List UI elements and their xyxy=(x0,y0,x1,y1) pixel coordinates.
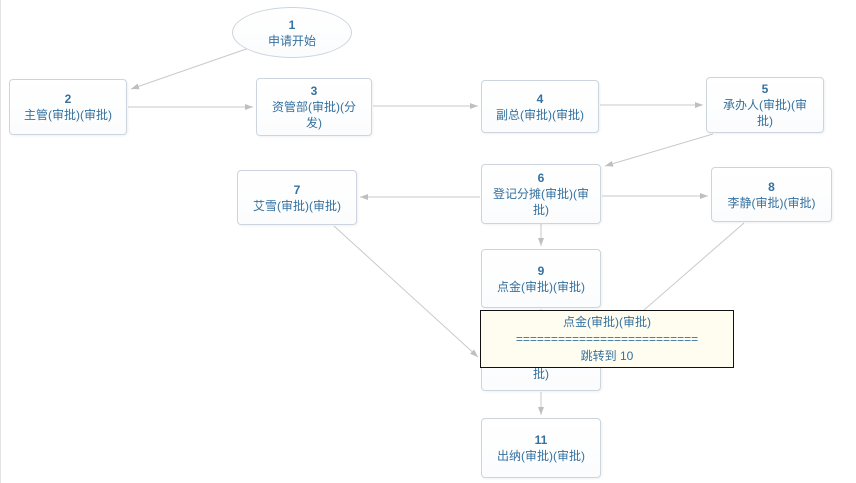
edge-1-2 xyxy=(130,46,253,90)
node-number: 11 xyxy=(534,433,548,447)
node-3[interactable]: 3 资管部(审批)(分发) xyxy=(256,78,372,136)
node-label: 副总(审批)(审批) xyxy=(496,107,584,122)
tooltip-separator: ========================== xyxy=(515,331,699,346)
node-7[interactable]: 7 艾雪(审批)(审批) xyxy=(237,170,357,225)
node-label: 登记分摊(审批)(审批) xyxy=(493,187,589,217)
node-number: 3 xyxy=(310,84,318,98)
node-label: 资管部(审批)(分发) xyxy=(272,100,356,130)
node-label: 主管(审批)(审批) xyxy=(24,108,112,122)
node-number: 9 xyxy=(537,263,545,278)
node-label: 李静(审批)(审批) xyxy=(727,195,816,210)
node-11[interactable]: 11 出纳(审批)(审批) xyxy=(481,418,601,478)
node-number: 5 xyxy=(761,82,769,96)
node-number: 1 xyxy=(288,17,296,32)
edge-5-6 xyxy=(604,133,714,167)
node-label: 艾雪(审批)(审批) xyxy=(253,198,341,213)
node-9[interactable]: 9 点金(审批)(审批) xyxy=(481,249,601,308)
node-label-fragment: 批) xyxy=(533,367,549,381)
node-label: 申请开始 xyxy=(267,33,316,48)
node-5[interactable]: 5 承办人(审批)(审批) xyxy=(706,77,824,133)
node-number: 4 xyxy=(536,91,544,106)
jump-tooltip: 点金(审批)(审批) ========================== 跳转… xyxy=(480,310,734,368)
node-label: 承办人(审批)(审批) xyxy=(723,98,807,128)
node-label: 点金(审批)(审批) xyxy=(497,279,585,294)
node-label: 出纳(审批)(审批) xyxy=(497,449,585,463)
tooltip-action: 跳转到 10 xyxy=(580,348,634,363)
node-4[interactable]: 4 副总(审批)(审批) xyxy=(481,80,599,133)
node-number: 2 xyxy=(64,92,72,106)
edge-7-10 xyxy=(333,225,479,358)
node-number: 6 xyxy=(537,171,545,185)
node-number: 8 xyxy=(768,179,775,194)
node-2[interactable]: 2 主管(审批)(审批) xyxy=(9,79,127,135)
node-number: 7 xyxy=(293,182,301,197)
node-8[interactable]: 8 李静(审批)(审批) xyxy=(711,167,832,222)
start-node[interactable]: 1 申请开始 xyxy=(232,7,352,58)
node-6[interactable]: 6 登记分摊(审批)(审批) xyxy=(481,164,601,224)
tooltip-title: 点金(审批)(审批) xyxy=(563,314,651,329)
